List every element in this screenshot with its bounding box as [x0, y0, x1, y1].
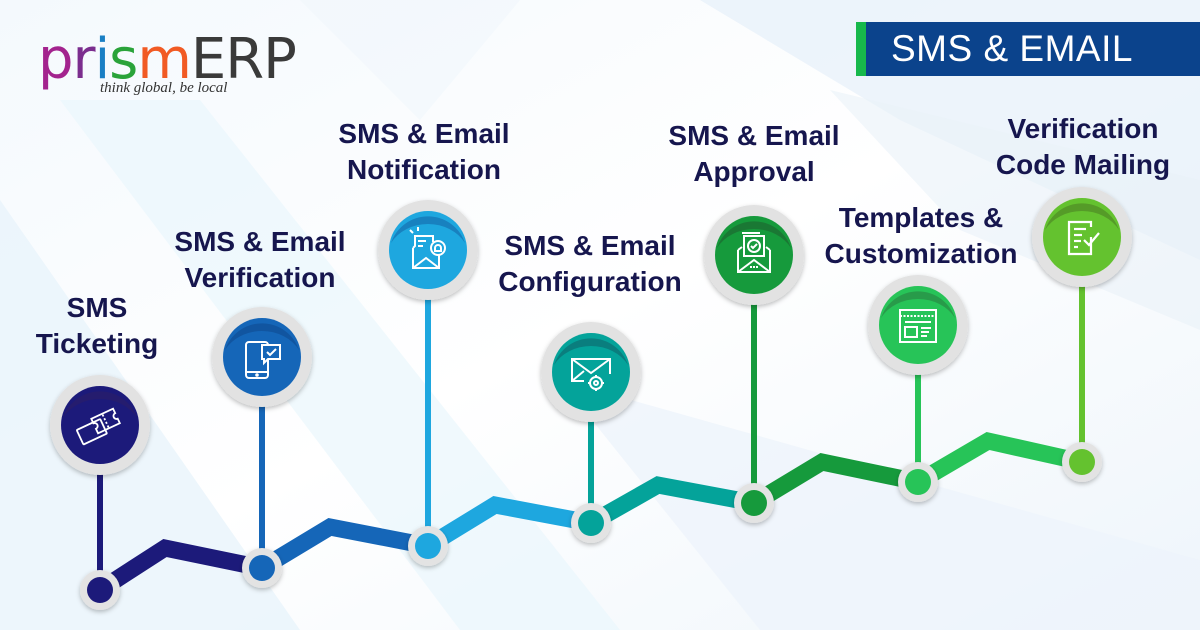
- step-label-sms-ticketing: SMS Ticketing: [36, 290, 158, 362]
- step-label-line2: Configuration: [498, 266, 682, 297]
- step-label-approval: SMS & Email Approval: [668, 118, 839, 190]
- step-label-line2: Code Mailing: [995, 149, 1171, 180]
- checklist-icon: [1067, 220, 1100, 256]
- step-label-line1: SMS: [66, 292, 128, 323]
- title-badge: SMS & EMAIL: [856, 22, 1200, 76]
- dot-3: [408, 526, 448, 566]
- step-label-notification: SMS & Email Notification: [338, 116, 509, 188]
- mail-bell-icon: [409, 227, 446, 269]
- node-code-mailing: [1032, 187, 1132, 287]
- step-label-line1: Templates &: [838, 202, 1004, 233]
- dot-6: [898, 462, 938, 502]
- step-label-line2: Notification: [346, 154, 501, 185]
- prismerp-logo: prismERP think global, be local: [38, 30, 297, 102]
- step-label-line1: SMS & Email: [668, 120, 840, 151]
- logo-wordmark: prismERP: [38, 27, 297, 92]
- node-templates: [868, 275, 968, 375]
- node-configuration: [541, 322, 641, 422]
- mail-approved-icon: [737, 232, 771, 273]
- mobile-check-icon: [245, 341, 281, 379]
- template-layout-icon: [899, 309, 937, 343]
- logo-tagline: think global, be local: [100, 80, 228, 96]
- badge-accent-bar: [856, 22, 866, 76]
- timeline-path: [95, 431, 1084, 598]
- node-verification: [212, 307, 312, 407]
- node-notification: [378, 200, 478, 300]
- timeline-dots: [80, 442, 1102, 610]
- step-label-code-mailing: Verification Code Mailing: [996, 111, 1170, 183]
- step-label-line1: Verification: [1007, 113, 1159, 144]
- node-approval: [704, 205, 804, 305]
- dot-4: [571, 503, 611, 543]
- step-label-line2: Approval: [693, 156, 815, 187]
- dot-7: [1062, 442, 1102, 482]
- logo-erp: ERP: [190, 27, 297, 92]
- step-label-line1: SMS & Email: [338, 118, 510, 149]
- dot-5: [734, 483, 774, 523]
- logo-letter-s: s: [109, 27, 138, 92]
- step-label-verification: SMS & Email Verification: [174, 224, 345, 296]
- logo-letter-i: i: [94, 27, 111, 92]
- step-label-configuration: SMS & Email Configuration: [498, 228, 682, 300]
- step-label-templates: Templates & Customization: [825, 200, 1018, 272]
- badge-title: SMS & EMAIL: [891, 28, 1133, 69]
- mail-gear-icon: [571, 358, 611, 391]
- dot-1: [80, 570, 120, 610]
- step-label-line2: Ticketing: [35, 328, 159, 359]
- logo-letter-p: p: [38, 27, 74, 92]
- node-ticketing: [50, 375, 150, 475]
- logo-letter-m: m: [137, 27, 192, 92]
- ticket-icon: [76, 407, 122, 446]
- step-label-line1: SMS & Email: [174, 226, 346, 257]
- step-label-line1: SMS & Email: [504, 230, 676, 261]
- dot-2: [242, 548, 282, 588]
- logo-letter-r: r: [72, 27, 96, 92]
- step-label-line2: Verification: [184, 262, 336, 293]
- step-label-line2: Customization: [824, 238, 1018, 269]
